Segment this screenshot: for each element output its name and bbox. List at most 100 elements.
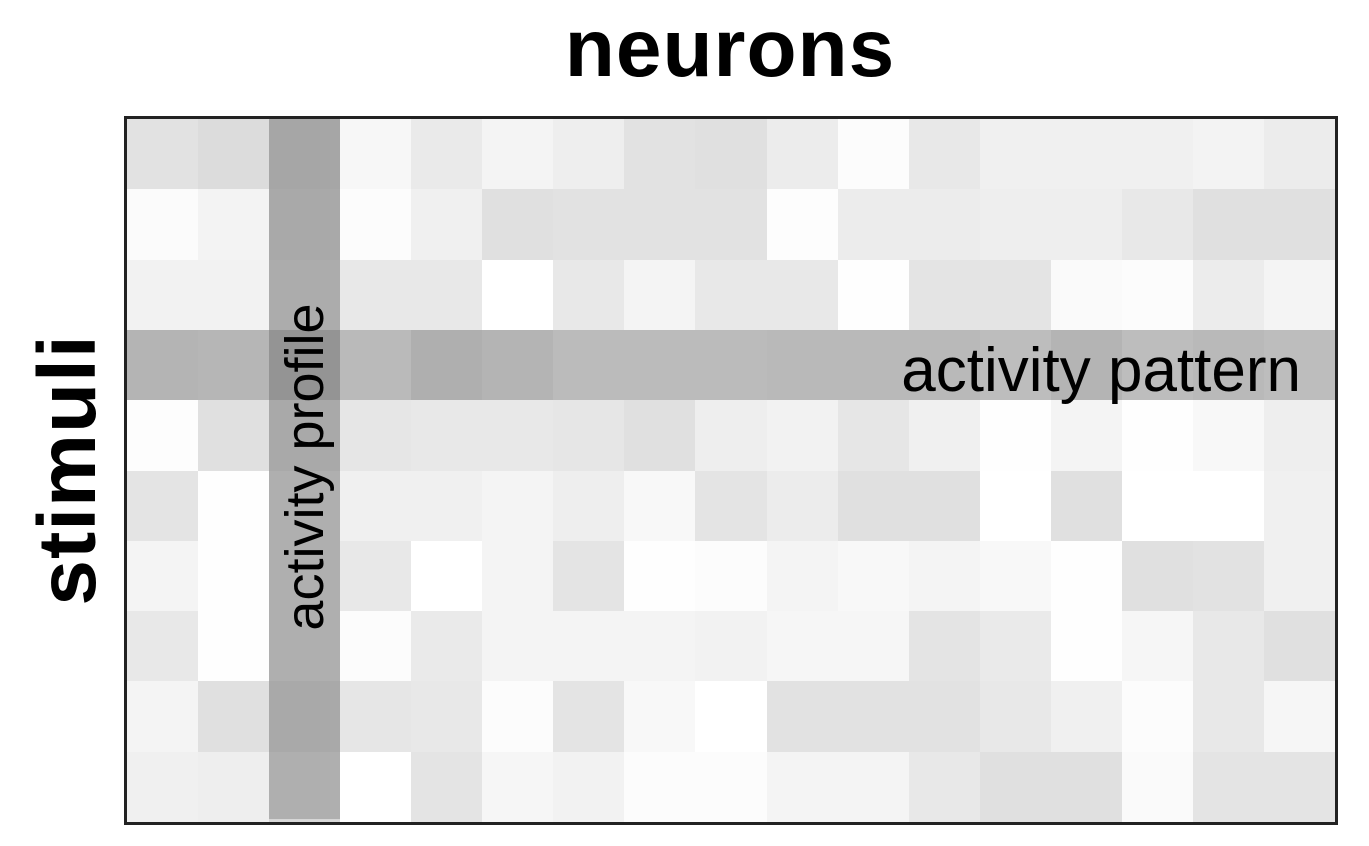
matrix-cell [1121, 540, 1194, 612]
matrix-cell [269, 681, 341, 753]
matrix-cell [837, 189, 910, 261]
matrix-cell [269, 611, 341, 682]
matrix-cell [553, 329, 625, 401]
matrix-cell [624, 611, 696, 682]
matrix-cell [198, 329, 270, 401]
matrix-cell [908, 540, 981, 612]
matrix-cell [1263, 400, 1335, 471]
matrix-cell [411, 400, 483, 471]
matrix-cell [695, 329, 768, 401]
matrix-cell [1050, 259, 1123, 331]
matrix-cell [1121, 119, 1194, 190]
matrix-cell [1263, 681, 1335, 753]
matrix-cell [1192, 470, 1265, 542]
matrix-cell [695, 751, 768, 822]
matrix-cell [482, 470, 554, 542]
matrix-cell [908, 611, 981, 682]
matrix-cell [269, 329, 341, 401]
matrix-cell [553, 540, 625, 612]
matrix-cell [1121, 751, 1194, 822]
matrix-cell [1263, 189, 1335, 261]
matrix-cell [1263, 751, 1335, 822]
matrix-cell [1263, 259, 1335, 331]
matrix-cell [269, 119, 341, 190]
matrix-cell [269, 540, 341, 612]
matrix-cell [1263, 540, 1335, 612]
matrix-cell [624, 681, 696, 753]
matrix-cell [269, 189, 341, 261]
matrix-cell [340, 611, 412, 682]
matrix-cell [198, 189, 270, 261]
matrix-cell [553, 189, 625, 261]
matrix-cell [553, 259, 625, 331]
matrix-cell [624, 470, 696, 542]
matrix-cell [1050, 119, 1123, 190]
matrix-cell [340, 400, 412, 471]
matrix-cell [411, 329, 483, 401]
matrix-cell [553, 400, 625, 471]
matrix-cell [1121, 681, 1194, 753]
matrix-cell [482, 540, 554, 612]
matrix-cell [1263, 470, 1335, 542]
matrix-cell [1050, 611, 1123, 682]
matrix-cell [695, 681, 768, 753]
matrix-cell [1050, 329, 1123, 401]
matrix-cell [979, 329, 1052, 401]
matrix-cell [1050, 751, 1123, 822]
matrix-cell [127, 189, 199, 261]
matrix-cell [198, 119, 270, 190]
matrix-cell [837, 611, 910, 682]
matrix-cell [766, 400, 839, 471]
matrix-cell [1263, 329, 1335, 401]
matrix-cell [127, 470, 199, 542]
matrix-cell [553, 119, 625, 190]
matrix-cell [908, 400, 981, 471]
matrix-cell [1121, 400, 1194, 471]
matrix-cell [979, 470, 1052, 542]
matrix-cell [340, 540, 412, 612]
matrix-cell [553, 470, 625, 542]
matrix-cell [908, 119, 981, 190]
matrix-cell [127, 751, 199, 822]
matrix-cell [482, 611, 554, 682]
matrix-cell [979, 681, 1052, 753]
matrix-cell [1192, 681, 1265, 753]
matrix-cell [1192, 119, 1265, 190]
matrix-cell [695, 611, 768, 682]
matrix-cell [127, 611, 199, 682]
matrix-cell [482, 751, 554, 822]
matrix-cell [766, 119, 839, 190]
matrix-cell [908, 751, 981, 822]
matrix-cell [1192, 400, 1265, 471]
matrix-cell [1121, 611, 1194, 682]
matrix-cell [340, 119, 412, 190]
activity-pattern-label: activity pattern [901, 336, 1301, 405]
matrix-cell [624, 540, 696, 612]
matrix-cell [1050, 540, 1123, 612]
matrix-cell [127, 119, 199, 190]
matrix-cell [411, 259, 483, 331]
matrix-cell [198, 259, 270, 331]
matrix-cell [269, 400, 341, 471]
matrix-cell [979, 751, 1052, 822]
matrix-cell [837, 259, 910, 331]
matrix-cell [1192, 259, 1265, 331]
matrix-cell [411, 611, 483, 682]
matrix-cell [1192, 189, 1265, 261]
matrix-cell [766, 189, 839, 261]
matrix-cell [1050, 681, 1123, 753]
matrix-cell [482, 400, 554, 471]
matrix-cell [837, 540, 910, 612]
matrix-cell [340, 259, 412, 331]
matrix-cell [340, 470, 412, 542]
matrix-cell [908, 189, 981, 261]
matrix-cell [979, 611, 1052, 682]
matrix-cell [340, 751, 412, 822]
matrix-cell [340, 189, 412, 261]
matrix-cell [482, 259, 554, 331]
matrix-cell [695, 189, 768, 261]
matrix-cell [1263, 119, 1335, 190]
matrix-cell [766, 259, 839, 331]
matrix-cell [624, 259, 696, 331]
activity-matrix [124, 116, 1338, 825]
